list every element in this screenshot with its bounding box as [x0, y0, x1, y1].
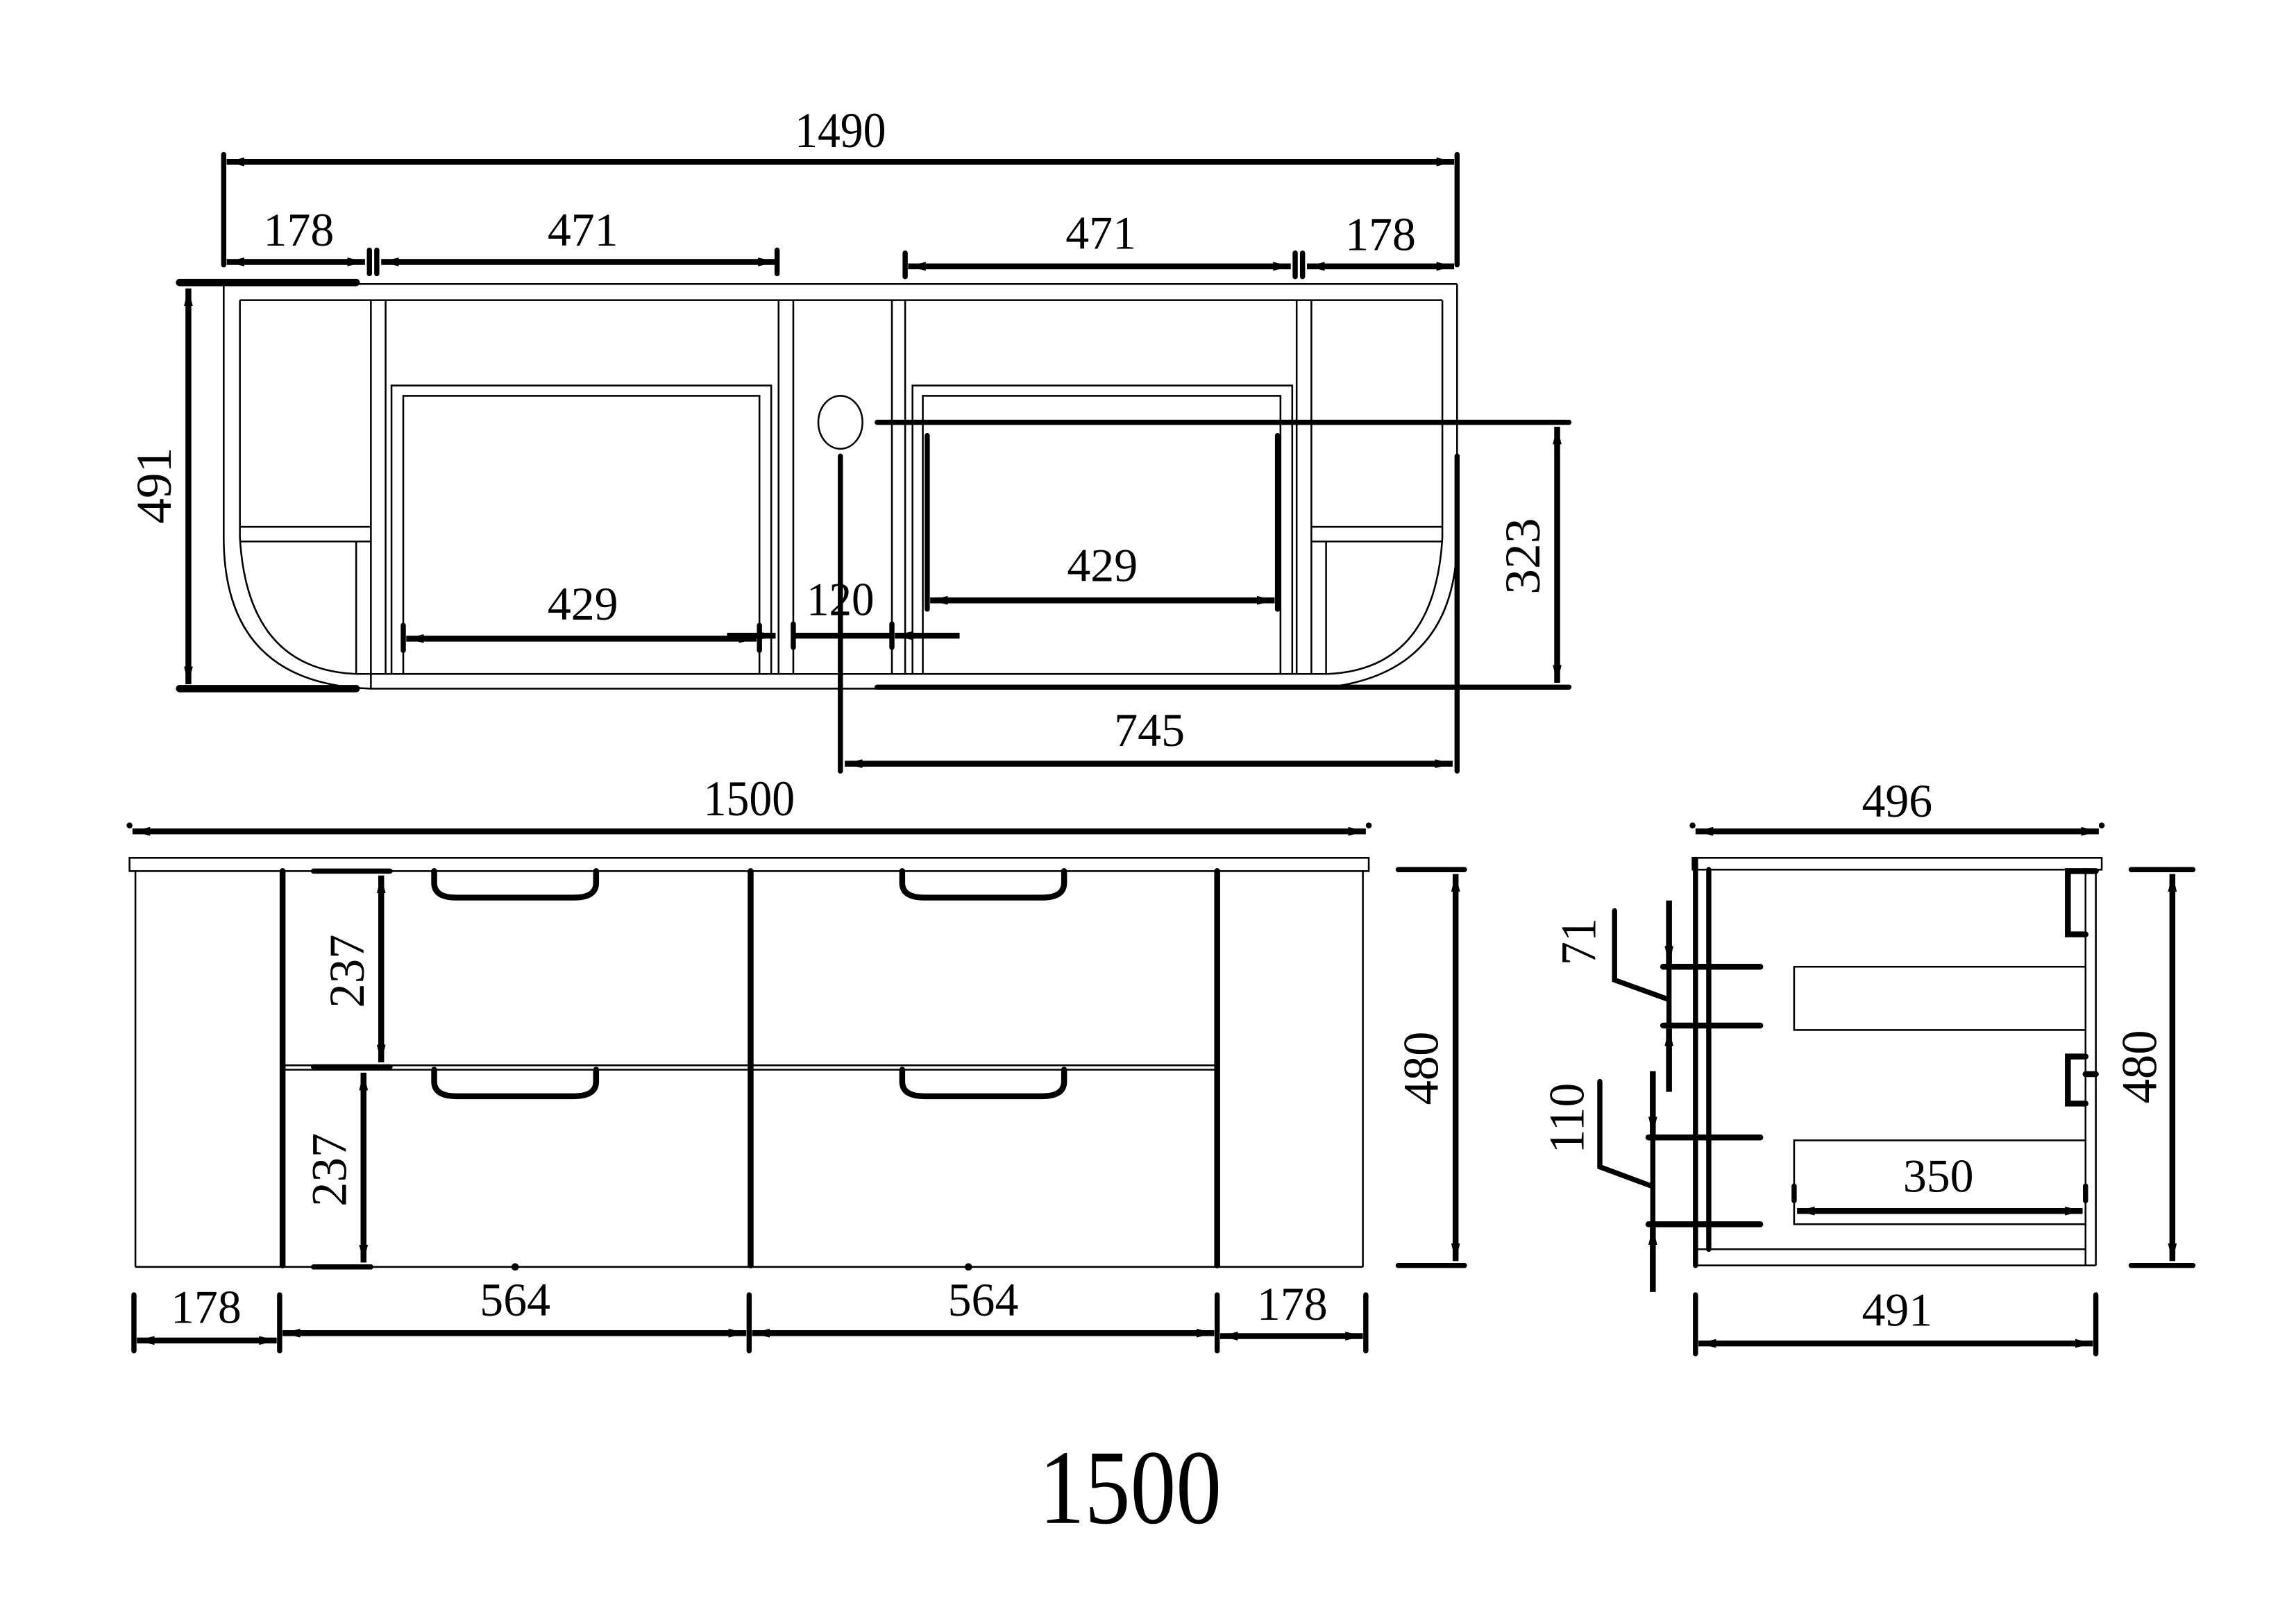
dim-text-left-mid: 471 [548, 204, 618, 256]
dim-text-front-height: 480 [1394, 1032, 1449, 1105]
drawer-handle [899, 868, 1067, 901]
dim-top-segments: 178 471 471 178 [226, 204, 1455, 280]
dim-480-front: 480 [1394, 867, 1467, 1268]
dim-71: 71 [1551, 900, 1674, 1092]
dim-front-bottom-chain: 178 564 564 178 [131, 1274, 1369, 1354]
top-view: 1490 178 471 471 178 [126, 103, 1572, 774]
dim-323: 323 [875, 419, 1572, 690]
drawer-handle [899, 1067, 1067, 1100]
dim-text-left-drawer: 564 [480, 1274, 550, 1326]
dim-text-drawer-bottom: 237 [301, 1133, 357, 1207]
dim-429-right: 429 [925, 432, 1281, 612]
dim-text-left-end-front: 178 [171, 1281, 242, 1333]
dim-text-side-top: 496 [1862, 775, 1932, 827]
dim-text-right-mid: 471 [1065, 207, 1136, 259]
dim-text-upper-bracket: 71 [1551, 918, 1607, 965]
drawing-title: 1500 [1039, 1429, 1222, 1547]
dim-110: 110 [1539, 1071, 1657, 1292]
dim-text-side-height: 480 [2112, 1030, 2168, 1103]
dim-text-right-drawer: 564 [948, 1274, 1019, 1326]
dim-text-waste-offset: 745 [1114, 704, 1185, 756]
dim-491: 491 [126, 288, 193, 685]
dim-text-front-width: 1500 [704, 771, 795, 826]
dim-text-right-end: 178 [1345, 208, 1416, 260]
dim-237-lower: 237 [301, 1072, 374, 1270]
dim-350: 350 [1791, 1150, 2088, 1216]
dim-text-lower-bracket: 110 [1539, 1083, 1595, 1154]
dim-text-drawer-top: 237 [319, 935, 375, 1008]
drawer-handle [431, 868, 600, 901]
dim-text-basin-left: 429 [548, 578, 618, 630]
waste-hole [817, 395, 863, 450]
front-view: 1500 2 [126, 771, 1467, 1354]
side-view: 496 [1539, 775, 2196, 1357]
dim-text-side-bottom: 491 [1862, 1284, 1932, 1336]
dim-1490: 1490 [221, 103, 1460, 268]
side-view-body [1645, 856, 2103, 1268]
top-view-body [176, 278, 1458, 692]
dim-1500-front: 1500 [126, 771, 1372, 836]
dim-text-overall-width: 1490 [795, 103, 886, 158]
dim-text-depth: 491 [126, 448, 182, 524]
dim-text-right-end-front: 178 [1257, 1278, 1328, 1330]
dim-text-left-end: 178 [264, 204, 335, 256]
dim-496: 496 [1689, 775, 2105, 836]
drawer-handle [431, 1067, 600, 1100]
dim-text-basin-right: 429 [1067, 540, 1138, 592]
dim-480-side: 480 [2112, 867, 2196, 1268]
dim-text-drawer-depth: 350 [1903, 1150, 1974, 1203]
dim-491-side: 491 [1693, 1284, 2099, 1357]
dim-text-waste-depth: 323 [1495, 518, 1551, 594]
dim-745: 745 [838, 453, 1460, 774]
dim-237-upper: 237 [310, 868, 393, 1070]
dim-429-left: 429 [400, 578, 762, 654]
